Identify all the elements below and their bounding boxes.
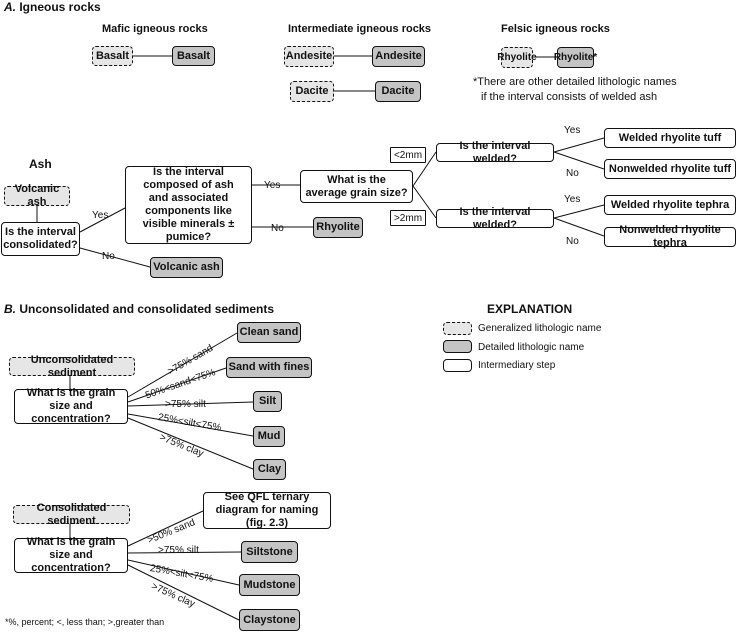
legend-generalized-swatch xyxy=(443,322,472,335)
felsic-heading: Felsic igneous rocks xyxy=(501,23,610,35)
dacite-general-box: Dacite xyxy=(290,81,334,102)
welded-yes-label-2: Yes xyxy=(564,194,581,205)
footnote: *%, percent; <, less than; >,greater tha… xyxy=(5,617,165,627)
claystone-box: Claystone xyxy=(239,609,300,631)
andesite-detailed-box: Andesite xyxy=(372,46,425,67)
volcanic-ash-general-box: Volcanic ash xyxy=(4,183,70,208)
composed-no-label: No xyxy=(271,223,284,234)
consolidated-yes-label: Yes xyxy=(92,210,109,221)
welded-question-box-2: Is the interval welded? xyxy=(436,206,554,231)
grain-size-question-box: What is the average grain size? xyxy=(300,170,413,203)
rhyolite-general-box: Rhyolite xyxy=(497,47,537,68)
sand-with-fines-box: Sand with fines xyxy=(226,357,312,378)
composed-yes-label: Yes xyxy=(264,180,281,191)
branch-label-gt75-silt: >75% silt xyxy=(165,399,206,410)
ash-heading: Ash xyxy=(29,157,52,171)
mafic-detailed-box: Basalt xyxy=(172,46,215,66)
mudstone-box: Mudstone xyxy=(239,574,300,596)
legend-intermediary-label: Intermediary step xyxy=(478,360,556,371)
nonwelded-rhyolite-tephra-box: Nonwelded rhyolite tephra xyxy=(604,224,736,249)
composed-question-box: Is the interval composed of ash and asso… xyxy=(125,166,252,244)
lt-2mm-label: <2mm xyxy=(390,147,426,163)
silt-box: Silt xyxy=(253,391,282,412)
consolidated-question-box-b: What is the grain size and concentration… xyxy=(14,536,128,574)
unconsolidated-sediment-box: Unconsolidated sediment xyxy=(9,354,135,379)
welded-rhyolite-tephra-box: Welded rhyolite tephra xyxy=(604,195,736,215)
consolidated-sediment-box: Consolidated sediment xyxy=(13,502,130,527)
section-b-text: Unconsolidated and consolidated sediment… xyxy=(19,302,275,316)
clean-sand-box: Clean sand xyxy=(237,322,301,343)
clay-box: Clay xyxy=(253,459,286,480)
branch-label-gt75-silt-c: >75% silt xyxy=(158,545,199,556)
rhyolite-detailed-box-ash: Rhyolite xyxy=(313,217,363,238)
section-b-letter: B. xyxy=(4,302,16,316)
rhyolite-detailed-box: Rhyolite* xyxy=(554,47,597,68)
section-a-letter: A. xyxy=(4,0,16,14)
mafic-heading: Mafic igneous rocks xyxy=(102,23,208,35)
welded-no-label-1: No xyxy=(566,168,579,179)
welded-rhyolite-tuff-box: Welded rhyolite tuff xyxy=(604,128,736,148)
welded-question-box-1: Is the interval welded? xyxy=(436,140,554,165)
siltstone-box: Siltstone xyxy=(241,541,298,563)
felsic-note-line2: if the interval consists of welded ash xyxy=(481,91,658,103)
gt-2mm-label: >2mm xyxy=(390,210,426,226)
legend-generalized-label: Generalized lithologic name xyxy=(478,323,602,334)
welded-yes-label-1: Yes xyxy=(564,125,581,136)
legend-detailed-label: Detailed lithologic name xyxy=(478,342,585,353)
andesite-general-box: Andesite xyxy=(284,46,334,67)
welded-no-label-2: No xyxy=(566,236,579,247)
section-b-title: B. Unconsolidated and consolidated sedim… xyxy=(4,303,274,316)
volcanic-ash-detailed-box: Volcanic ash xyxy=(150,257,223,278)
mafic-general-box: Basalt xyxy=(92,46,133,66)
section-a-title: A. Igneous rocks xyxy=(4,1,101,14)
legend-detailed-swatch xyxy=(443,340,472,353)
explanation-title: EXPLANATION xyxy=(487,302,573,316)
dacite-detailed-box: Dacite xyxy=(375,81,421,102)
qfl-diagram-box: See QFL ternary diagram for naming (fig.… xyxy=(203,491,331,529)
legend-intermediary-swatch xyxy=(443,359,472,372)
section-a-text: Igneous rocks xyxy=(19,0,101,14)
unconsolidated-question-box: What is the grain size and concentration… xyxy=(14,387,128,425)
nonwelded-rhyolite-tuff-box: Nonwelded rhyolite tuff xyxy=(604,159,736,179)
consolidated-question-box: Is the interval consolidated? xyxy=(1,222,80,256)
intermediate-heading: Intermediate igneous rocks xyxy=(288,23,432,35)
felsic-note-line1: *There are other detailed lithologic nam… xyxy=(473,76,677,88)
consolidated-no-label: No xyxy=(102,251,115,262)
mud-box: Mud xyxy=(253,426,285,447)
